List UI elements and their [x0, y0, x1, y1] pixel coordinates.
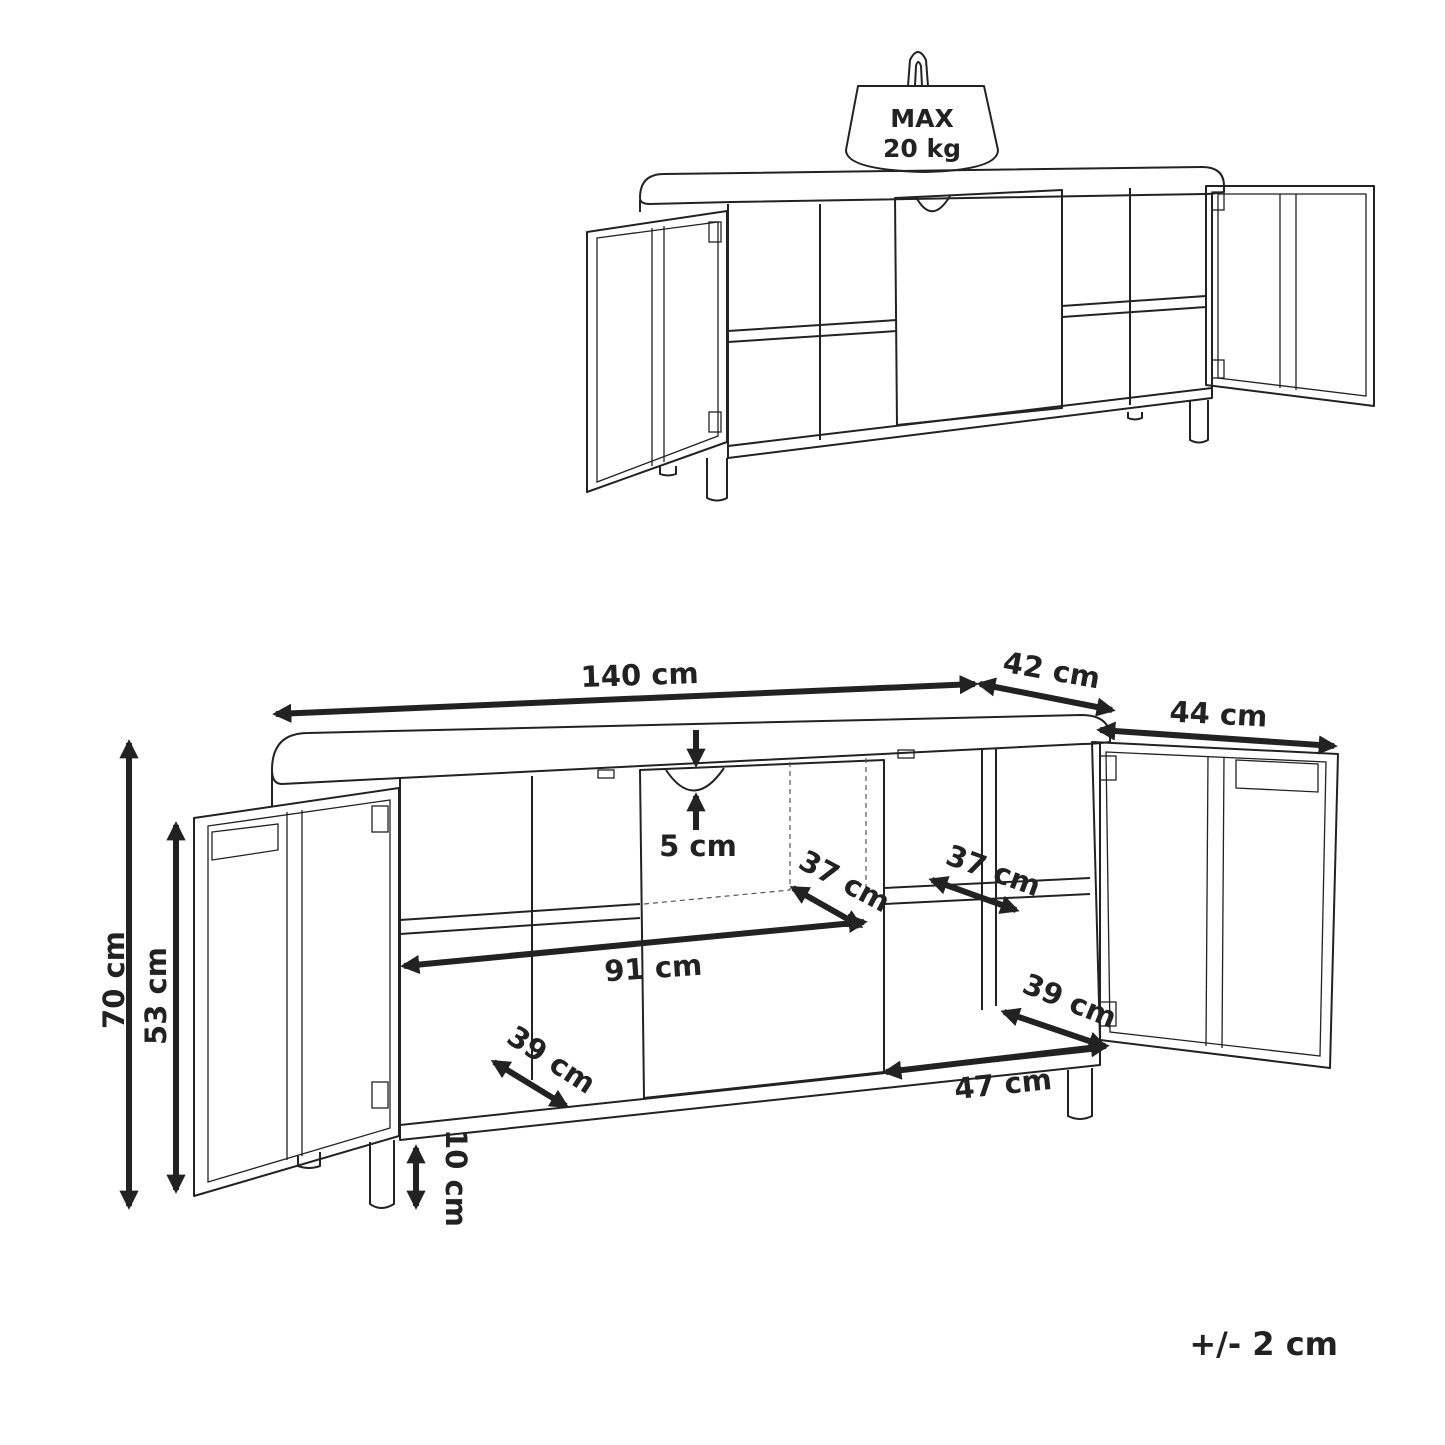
tolerance-note: +/- 2 cm [1189, 1325, 1338, 1363]
label-bottom-depth-left: 39 cm [501, 1019, 602, 1101]
label-height: 70 cm [97, 931, 131, 1029]
bottom-top-board [271, 714, 1111, 785]
arrow-right-compartment [882, 1038, 1110, 1080]
label-depth: 42 cm [1001, 645, 1103, 695]
label-leg-height: 10 cm [439, 1129, 473, 1227]
label-right-compartment: 47 cm [953, 1062, 1054, 1106]
dimension-labels: 140 cm 42 cm 44 cm 70 cm 53 cm 5 cm 37 c… [97, 645, 1338, 1363]
bottom-leg-front-right [1067, 1068, 1093, 1120]
arrow-bottom-depth-left [490, 1059, 570, 1109]
arrow-shelf-depth-right [928, 876, 1020, 914]
arrow-width [272, 675, 979, 723]
weight-icon [845, 51, 999, 173]
top-center-door [894, 189, 1063, 426]
top-leg-front-left [706, 458, 728, 502]
top-carcass [639, 194, 1213, 459]
label-handle: 5 cm [659, 829, 737, 863]
label-inner-width: 91 cm [603, 948, 703, 989]
label-door-height: 53 cm [139, 947, 173, 1045]
label-shelf-depth-center: 37 cm [794, 843, 896, 919]
bottom-leg-front-left [369, 1140, 395, 1209]
bottom-handle-cutout [665, 767, 725, 792]
top-shelf-right [1061, 295, 1207, 318]
top-shelf-left [727, 319, 898, 343]
bottom-cabinet-illustration [193, 714, 1339, 1209]
top-right-door [1205, 185, 1375, 407]
arrow-depth [976, 677, 1116, 717]
dimension-arrows [119, 675, 1338, 1210]
top-cabinet-illustration: MAX 20 kg [586, 51, 1375, 502]
top-handle-cutout [915, 195, 951, 213]
label-door-width: 44 cm [1169, 694, 1269, 733]
label-shelf-depth-right: 37 cm [942, 838, 1046, 903]
bottom-shelf-left [399, 903, 641, 935]
top-left-door [586, 210, 728, 493]
bottom-left-door [193, 787, 400, 1197]
label-width: 140 cm [580, 656, 699, 694]
top-leg-front-right [1189, 400, 1209, 444]
weight-limit-label: 20 kg [883, 134, 961, 163]
arrow-inner-width [400, 913, 868, 975]
weight-max-label: MAX [890, 104, 954, 133]
arrow-door-width [1096, 721, 1338, 755]
